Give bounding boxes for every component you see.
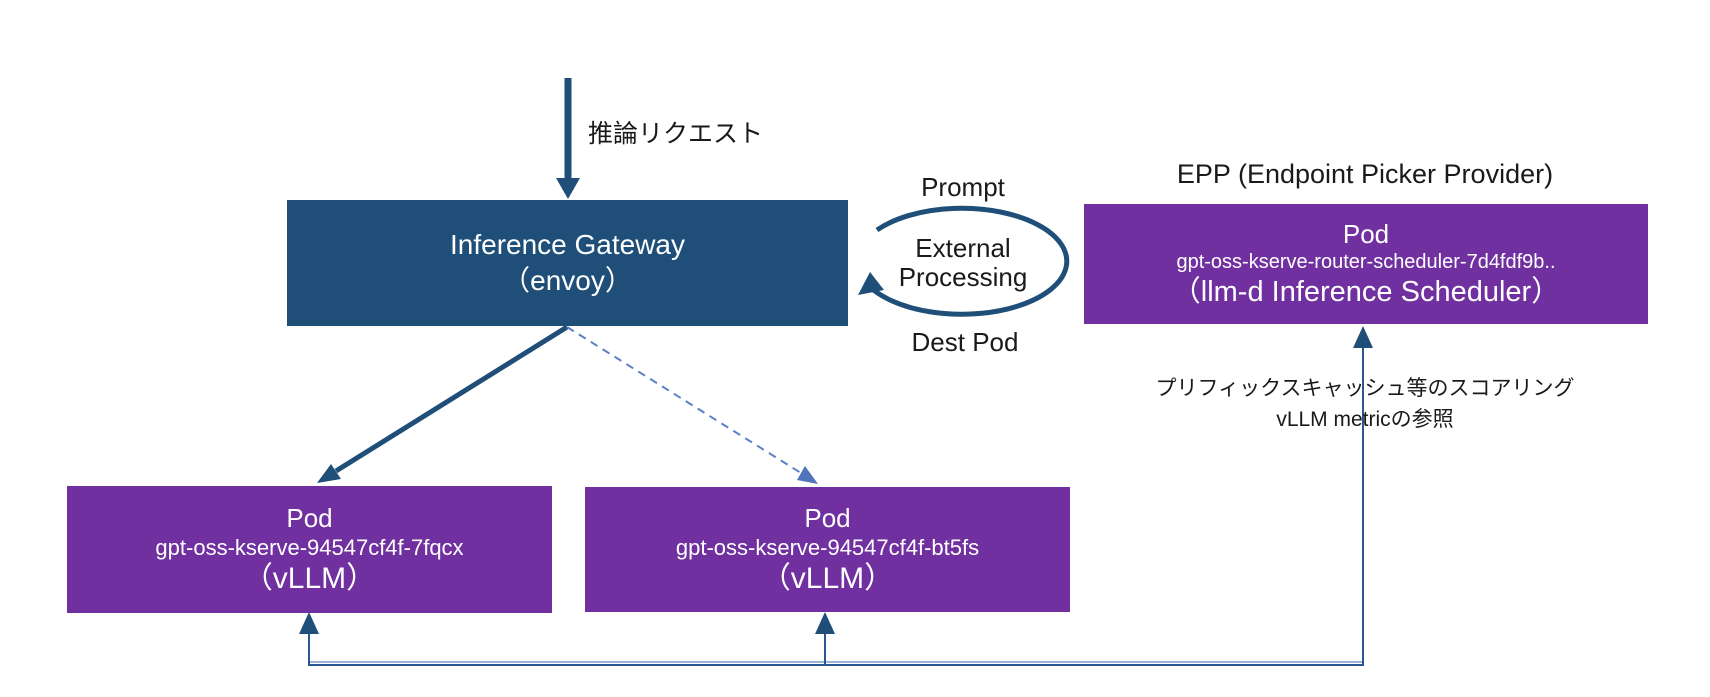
external-processing-line1: External [915,233,1011,263]
gateway-to-pod1-arrow-line [334,324,569,474]
inference-request-label: 推論リクエスト [588,120,764,148]
epp-scheduler-pod-node: Pod gpt-oss-kserve-router-scheduler-7d4f… [1084,204,1648,324]
metrics-connector-main-line [308,348,1364,666]
inference-request-arrow-head [556,178,580,199]
prompt-label: Prompt [921,172,1005,202]
inference-gateway-node: Inference Gateway （envoy） [287,200,848,326]
gateway-subtitle: （envoy） [502,265,633,296]
external-processing-label: External Processing [899,234,1028,292]
vllm-pod-1-name: gpt-oss-kserve-94547cf4f-7fqcx [155,535,464,560]
gateway-to-pod2-dashed-line [566,326,802,474]
vllm-pod-2-title: Pod [804,503,851,533]
external-processing-line2: Processing [898,262,1028,292]
gateway-title: Inference Gateway [449,229,686,260]
vllm-pod-1-subtitle: （vLLM） [242,562,377,595]
vllm-pod-1-title: Pod [286,503,333,533]
epp-pod-name: gpt-oss-kserve-router-scheduler-7d4fdf9b… [1176,251,1556,273]
vllm-pod-2-node: Pod gpt-oss-kserve-94547cf4f-bt5fs （vLLM… [585,487,1070,612]
vllm-pod-1-node: Pod gpt-oss-kserve-94547cf4f-7fqcx （vLLM… [67,486,552,613]
scoring-annotation: プリフィックスキャッシュ等のスコアリング vLLM metricの参照 [1156,373,1575,435]
metrics-arrow-head-pod1 [299,612,319,634]
dest-pod-label: Dest Pod [911,327,1019,357]
scoring-annotation-line1: プリフィックスキャッシュ等のスコアリング [1155,377,1575,400]
external-processing-loop-arrow-head [858,272,884,295]
metrics-arrow-head-epp [1353,326,1373,348]
gateway-to-pod2-arrow-head [797,466,818,484]
scoring-annotation-line2: vLLM metricの参照 [1276,408,1454,431]
external-processing-loop-arc [864,205,1070,317]
epp-pod-title: Pod [1342,219,1390,249]
gateway-to-pod1-arrow-head [317,464,341,483]
vllm-pod-2-subtitle: （vLLM） [760,562,895,595]
vllm-pod-2-name: gpt-oss-kserve-94547cf4f-bt5fs [675,535,980,560]
epp-section-title: EPP (Endpoint Picker Provider) [1176,159,1554,189]
metrics-arrow-head-pod2 [815,612,835,634]
epp-pod-subtitle: （llm-d Inference Scheduler） [1171,276,1561,308]
